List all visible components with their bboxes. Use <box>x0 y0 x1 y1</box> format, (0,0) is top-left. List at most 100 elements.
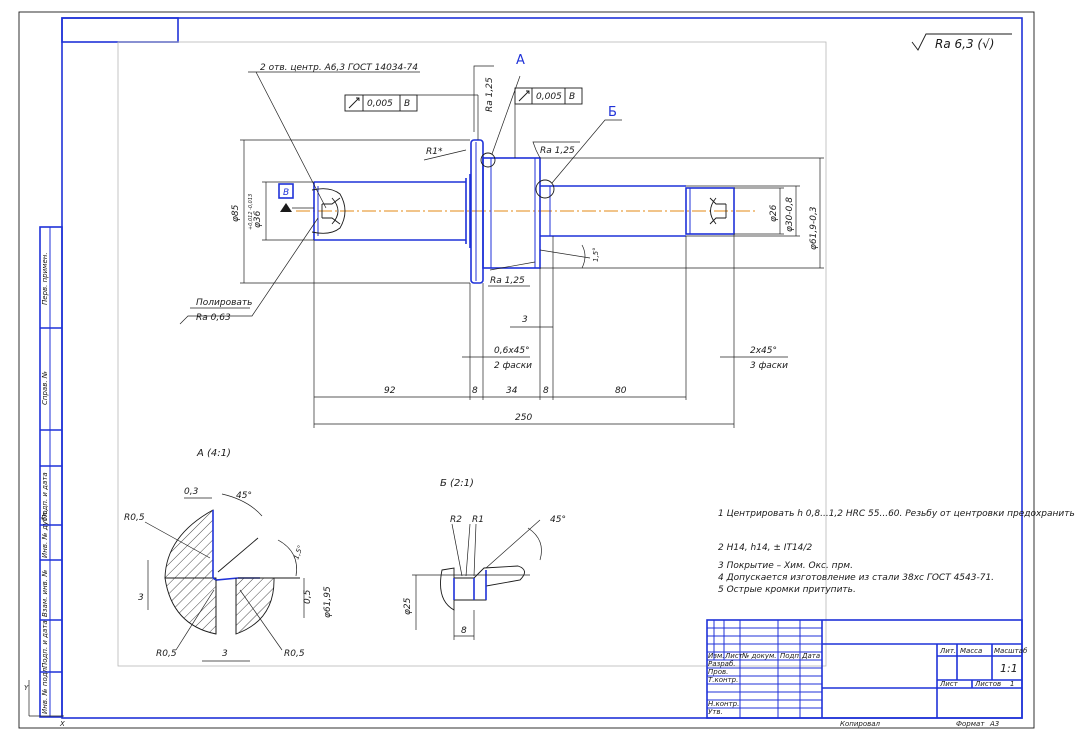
detail-b-r1: R1 <box>472 515 484 525</box>
coordinate-triad-icon: Y X <box>24 680 65 728</box>
r1-label: R1* <box>426 147 443 157</box>
detail-a-d6195: φ61,95 <box>323 586 333 618</box>
center-holes-note: 2 отв. центр. А6,3 ГОСТ 14034-74 <box>260 63 418 73</box>
tb-sheet: Лист <box>939 680 959 688</box>
detail-a-r05-bl: R0,5 <box>156 649 177 659</box>
title-block: Изм. Лист № докум. Подп. Дата Разраб. Пр… <box>706 619 1028 728</box>
len-250: 250 <box>515 413 532 423</box>
diameter-dimensions: φ85 φ36 +0,012 -0,013 φ26 φ30-0,8 φ61,9-… <box>231 139 824 284</box>
len-80: 80 <box>615 386 627 396</box>
tb-mass: Масса <box>960 647 982 655</box>
chamfer-06: 0,6x45° <box>494 346 530 356</box>
detail-a-angle-small: 1,5° <box>292 544 305 560</box>
length-dimensions: 92 8 34 8 80 250 3 0,6x45° 2 фаски 2x45°… <box>313 234 788 428</box>
detail-b-angle45: 45° <box>550 515 566 525</box>
dim-d36: φ36 <box>253 210 263 228</box>
datum-b-letter: В <box>283 188 289 198</box>
strip-label-6: Подп. и дата <box>41 620 49 668</box>
polish-label: Полировать <box>196 298 252 308</box>
dim-d26: φ26 <box>769 204 779 222</box>
detail-b-d25: φ25 <box>403 597 413 615</box>
strip-label-1: Перв. примен. <box>41 252 49 305</box>
top-left-stamp-box <box>61 17 179 43</box>
angle-mark: 1,5° <box>539 244 600 269</box>
detail-a-angle45: 45° <box>236 491 252 501</box>
tb-sheets-count: 1 <box>1010 680 1014 688</box>
note-1: 1 Центрировать h 0,8...1,2 HRC 55...60. … <box>718 509 1075 519</box>
shaft-main-view <box>296 139 755 284</box>
note-3: 3 Покрытие – Хим. Окс. прм. <box>718 561 853 571</box>
detail-a-dim3-bottom: 3 <box>222 649 228 659</box>
detail-a-view: А (4:1) 0,3 45° R0,5 1,5° 3 R0,5 3 R0,5 … <box>124 448 333 662</box>
strip-label-4: Инв. № дубл. <box>41 510 49 558</box>
tb-format: Формат <box>956 720 985 728</box>
dim-d85: φ85 <box>231 204 241 222</box>
tb-scale-label: Масштаб <box>994 647 1028 655</box>
tolerance-b-datum: В <box>569 92 575 102</box>
tb-scale-value: 1:1 <box>1000 662 1018 675</box>
note-4: 4 Допускается изготовление из стали 38хс… <box>718 573 994 583</box>
dim-d36-tol: +0,012 -0,013 <box>248 194 254 230</box>
detail-b-view: Б (2:1) φ25 8 R2 R1 45° <box>403 478 566 640</box>
ra125-right: Ra 1,25 <box>540 146 575 156</box>
strip-label-2: Справ. № <box>41 371 49 405</box>
leader-center-holes: 2 отв. центр. А6,3 ГОСТ 14034-74 Полиров… <box>179 63 420 325</box>
callout-b: Б <box>535 105 622 199</box>
tb-format-value: А3 <box>989 720 999 728</box>
strip-label-3: Подп. и дата <box>41 472 49 520</box>
datum-b: В <box>278 183 314 212</box>
note-5: 5 Острые кромки притупить. <box>718 585 856 595</box>
detail-b-title: Б (2:1) <box>440 478 474 489</box>
tb-row-utv: Утв. <box>708 708 723 716</box>
svg-text:Y: Y <box>24 684 29 692</box>
roughness-general: Ra 6,3 (√) <box>935 37 994 51</box>
strip-label-7: Инв. № подл. <box>41 666 49 714</box>
dim-d61: φ61,9-0,3 <box>809 206 819 250</box>
detail-a-title: А (4:1) <box>196 448 231 459</box>
tb-sheets: Листов <box>974 680 1001 688</box>
len-34: 34 <box>506 386 518 396</box>
tb-col-sign: Подп. <box>780 652 801 660</box>
detail-a-dim3-left: 3 <box>138 593 144 603</box>
detail-a-d03: 0,3 <box>184 487 199 497</box>
angle-small: 1,5° <box>592 247 600 262</box>
technical-notes: 1 Центрировать h 0,8...1,2 HRC 55...60. … <box>718 509 1075 595</box>
callout-a: А <box>480 53 525 168</box>
chamfer-2x45: 2x45° <box>750 346 777 356</box>
len-8b: 8 <box>543 386 549 396</box>
polish-ra: Ra 0,63 <box>196 313 231 323</box>
detail-a-r05-br: R0,5 <box>284 649 305 659</box>
tb-row-razrab: Разраб. <box>708 660 736 668</box>
tb-col-list: Лист <box>724 652 744 660</box>
roughness-marks: Ra 1,25 Ra 1,25 Ra 1,25 R1* <box>423 65 580 287</box>
tb-col-izm: Изм. <box>708 652 724 660</box>
tolerance-a-value: 0,005 <box>367 99 393 109</box>
len-92: 92 <box>384 386 396 396</box>
tb-row-nkontr: Н.контр. <box>708 700 739 708</box>
len-8a: 8 <box>472 386 478 396</box>
view-area-border <box>117 41 827 667</box>
callout-b-label: Б <box>608 105 617 120</box>
detail-b-r2: R2 <box>450 515 462 525</box>
tolerance-a-datum: В <box>404 99 410 109</box>
tb-col-doc: № докум. <box>741 652 777 660</box>
ra125-top: Ra 1,25 <box>485 77 495 112</box>
tolerance-frame-right: 0,005 В <box>514 87 583 158</box>
tolerance-b-value: 0,005 <box>536 92 562 102</box>
tb-col-date: Дата <box>801 652 820 660</box>
tb-lit: Лит. <box>939 647 956 655</box>
strip-label-5: Взам. инв. № <box>41 569 49 617</box>
dim-3: 3 <box>522 315 528 325</box>
left-binding-strip: Перв. примен. Справ. № Подп. и дата Инв.… <box>39 226 63 718</box>
chamfer-2: 2 фаски <box>494 361 532 371</box>
tb-row-tkontr: Т.контр. <box>708 676 738 684</box>
tolerance-frame-left: 0,005 В <box>344 94 479 140</box>
roughness-symbol: Ra 6,3 (√) <box>911 33 1012 51</box>
detail-a-r05-top: R0,5 <box>124 513 145 523</box>
sheet-outer-border <box>18 11 1035 729</box>
detail-b-dim8: 8 <box>461 626 467 636</box>
svg-text:X: X <box>59 720 65 728</box>
dim-d30: φ30-0,8 <box>785 197 795 232</box>
callout-a-label: А <box>516 53 525 68</box>
